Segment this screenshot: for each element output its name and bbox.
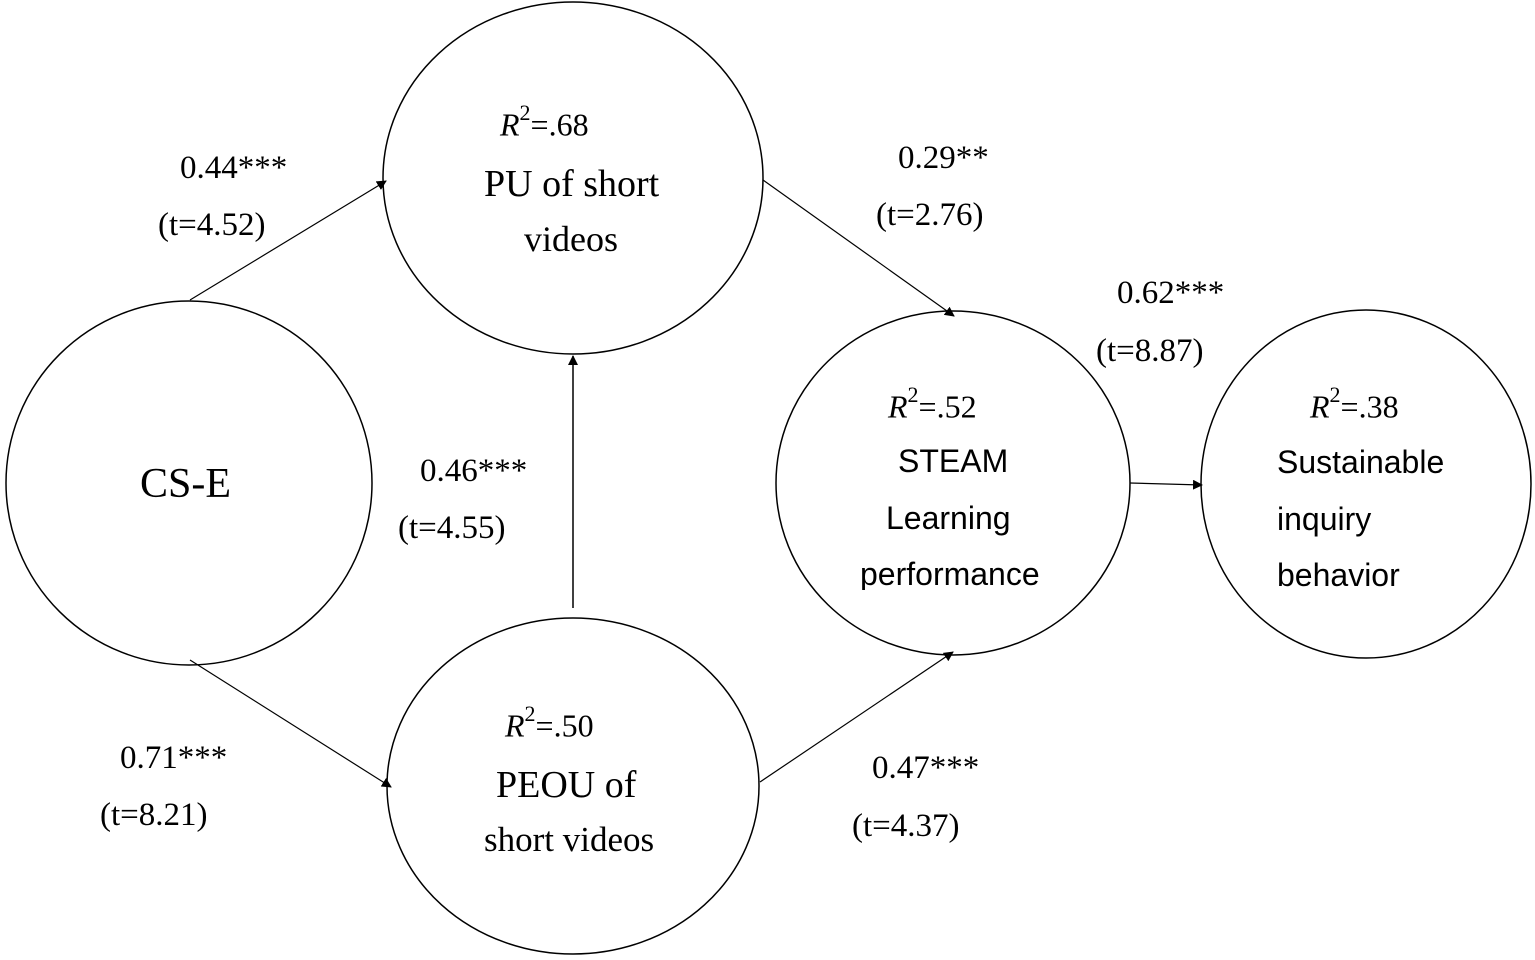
node-sib-line2: inquiry [1277,501,1372,537]
r2-value: =.38 [1340,388,1399,425]
r2-exponent: 2 [907,382,919,407]
path-steam-sib-coef: 0.62*** [1117,275,1225,311]
path-peou-pu-coef: 0.46*** [420,453,528,489]
r2-exponent: 2 [1329,382,1341,407]
node-pu-circle [382,1,764,355]
node-steam-r2: R2=.52 [888,382,977,426]
node-sib-circle [1200,309,1532,659]
node-pu-r2: R2=.68 [500,100,589,144]
r2-symbol: R [1310,388,1330,425]
r2-symbol: R [888,388,908,425]
node-sib-line3: behavior [1277,557,1400,593]
node-sib-r2: R2=.38 [1310,382,1399,426]
node-cse-circle [5,300,373,666]
node-steam-line1: STEAM [898,443,1009,479]
node-peou-line1: PEOU of [496,764,637,806]
path-peou-pu-t: (t=4.55) [398,510,506,546]
r2-exponent: 2 [519,100,531,125]
node-steam-line2: Learning [886,500,1011,536]
r2-value: =.52 [918,388,977,425]
path-peou-steam-t: (t=4.37) [852,808,960,844]
node-peou-r2: R2=.50 [505,701,594,745]
r2-symbol: R [500,106,520,143]
arrow-steam-to-sib [1129,479,1203,490]
path-steam-sib-t: (t=8.87) [1096,333,1204,369]
r2-symbol: R [505,707,525,744]
r2-value: =.50 [535,707,594,744]
arrow-cse-to-pu [189,180,387,301]
path-cse-pu-t: (t=4.52) [158,207,266,243]
node-steam-circle [775,310,1131,656]
node-steam-line3: performance [860,556,1040,590]
path-cse-pu-coef: 0.44*** [180,150,288,186]
arrow-pu-to-steam [762,179,955,317]
node-pu-line2: videos [524,219,618,259]
node-peou-line2: short videos [484,820,655,859]
path-pu-steam-t: (t=2.76) [876,197,984,233]
path-pu-steam-coef: 0.29** [898,140,989,176]
node-sib-line1: Sustainable [1277,444,1445,480]
r2-exponent: 2 [524,701,536,726]
path-peou-steam-coef: 0.47*** [872,750,980,786]
node-cse-label: CS-E [140,461,232,507]
arrow-cse-to-peou [189,659,392,788]
path-cse-peou-coef: 0.71*** [120,740,228,776]
r2-value: =.68 [530,106,589,143]
node-pu-line1: PU of short [484,163,660,205]
arrow-peou-to-steam [759,651,954,783]
path-cse-peou-t: (t=8.21) [100,797,208,833]
